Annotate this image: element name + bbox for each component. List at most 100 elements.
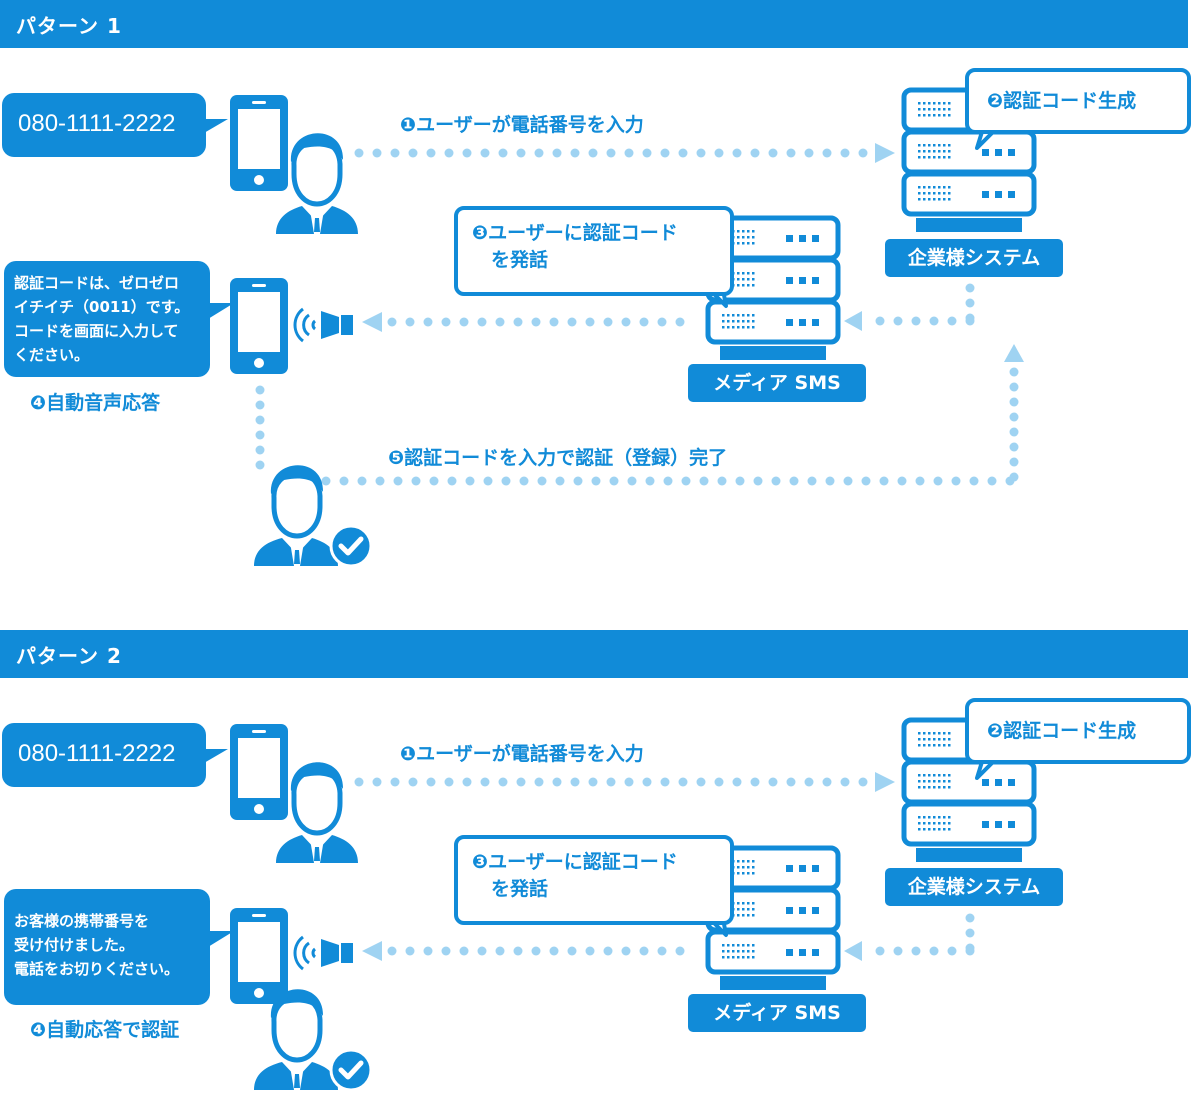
voice-message-text: お客様の携帯番号を 受け付けました。 電話をお切りください。	[14, 912, 180, 978]
dot	[459, 946, 469, 956]
dot	[549, 946, 559, 956]
dot	[498, 777, 508, 787]
dot	[893, 946, 903, 956]
dot	[840, 777, 850, 787]
dot	[657, 317, 667, 327]
dot	[549, 317, 559, 327]
dot	[519, 476, 529, 486]
dot	[768, 777, 778, 787]
step5-label: ❺認証コードを入力で認証（登録）完了	[388, 447, 728, 469]
dot	[609, 476, 619, 486]
dot	[1009, 427, 1019, 437]
step4-label: ❹自動音声応答	[30, 392, 161, 414]
dot	[567, 946, 577, 956]
dot	[516, 777, 526, 787]
dot	[753, 476, 763, 486]
dot	[624, 148, 634, 158]
dot	[627, 476, 637, 486]
dot	[786, 777, 796, 787]
dot	[534, 148, 544, 158]
server-unit	[901, 801, 1037, 847]
dot	[1009, 397, 1019, 407]
dot	[893, 316, 903, 326]
dot	[255, 445, 265, 455]
step2-bubble: ❷認証コード生成	[965, 68, 1191, 134]
dot	[621, 946, 631, 956]
step1-label: ❶ユーザーが電話番号を入力	[400, 114, 644, 136]
step3-bubble: ❸ユーザーに認証コード を発話	[454, 835, 734, 925]
dot	[714, 148, 724, 158]
dot	[1009, 367, 1019, 377]
dot	[621, 317, 631, 327]
user-icon	[276, 762, 358, 863]
dot	[423, 946, 433, 956]
dot	[696, 148, 706, 158]
dot	[429, 476, 439, 486]
voice-message-text: 認証コードは、ゼロゼロ イチイチ（0011）です。 コードを画面に入力して くだ…	[14, 274, 190, 364]
dot	[531, 946, 541, 956]
dot	[789, 476, 799, 486]
dot	[965, 946, 975, 956]
phone-number-bubble: 080-1111-2222	[2, 93, 228, 157]
step3-text: ❸ユーザーに認証コード を発話	[472, 222, 678, 271]
dot	[768, 148, 778, 158]
dot	[390, 777, 400, 787]
dot	[372, 148, 382, 158]
dot	[585, 946, 595, 956]
step2-bubble: ❷認証コード生成	[965, 698, 1191, 764]
step3-bubble: ❸ユーザーに認証コード を発話	[454, 206, 734, 296]
arrow-left-to-user	[362, 312, 685, 332]
smartphone-icon	[230, 908, 288, 1004]
dot	[372, 777, 382, 787]
step2-text: ❷認証コード生成	[987, 90, 1137, 112]
dot	[858, 777, 868, 787]
voice-message-bubble: お客様の携帯番号を 受け付けました。 電話をお切りください。	[4, 889, 234, 1005]
dot	[462, 148, 472, 158]
dot	[465, 476, 475, 486]
dot	[321, 476, 331, 486]
dot	[732, 148, 742, 158]
user-icon	[276, 133, 358, 234]
dot	[933, 476, 943, 486]
dot	[570, 148, 580, 158]
dot	[459, 317, 469, 327]
dot	[825, 476, 835, 486]
dot	[1009, 382, 1019, 392]
dot	[915, 476, 925, 486]
dot	[591, 476, 601, 486]
dot	[1009, 472, 1019, 482]
dot	[965, 316, 975, 326]
dot	[861, 476, 871, 486]
dot	[1009, 457, 1019, 467]
speaker-icon	[293, 307, 353, 343]
speaker-icon	[293, 935, 353, 971]
dot	[786, 148, 796, 158]
dot	[987, 476, 997, 486]
dot	[393, 476, 403, 486]
dot	[965, 298, 975, 308]
dot	[642, 148, 652, 158]
dot	[441, 317, 451, 327]
dot	[441, 946, 451, 956]
dot	[732, 777, 742, 787]
dot	[534, 777, 544, 787]
dot	[735, 476, 745, 486]
dot	[965, 928, 975, 938]
dot	[843, 476, 853, 486]
dot	[929, 316, 939, 326]
dot	[483, 476, 493, 486]
dot	[390, 148, 400, 158]
dot	[663, 476, 673, 486]
verified-user-icon	[254, 465, 373, 568]
dot	[444, 777, 454, 787]
pattern-1-header: パターン 1	[0, 0, 1188, 48]
company-system-label: 企業様システム	[885, 868, 1063, 906]
dot	[480, 148, 490, 158]
company-system-label: 企業様システム	[885, 239, 1063, 277]
dot	[426, 148, 436, 158]
dot	[714, 777, 724, 787]
dot	[255, 430, 265, 440]
dot	[585, 317, 595, 327]
dot	[965, 283, 975, 293]
dot	[588, 148, 598, 158]
